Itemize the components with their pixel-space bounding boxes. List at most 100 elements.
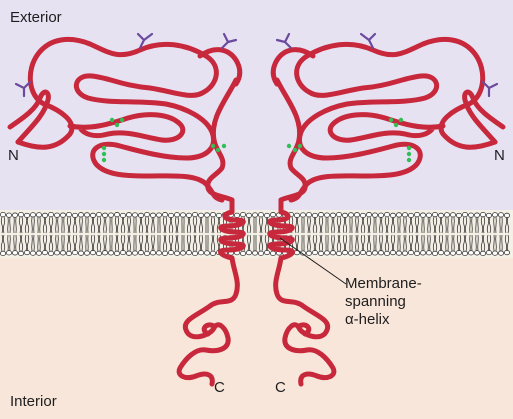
lipid-head bbox=[383, 250, 390, 257]
lipid-tail bbox=[42, 234, 48, 252]
lipid-tail bbox=[312, 216, 318, 234]
lipid-tail bbox=[181, 234, 185, 252]
lipid-tail bbox=[499, 234, 503, 252]
lipid-head bbox=[114, 250, 121, 256]
lipid-head bbox=[173, 250, 180, 256]
lipid-tail bbox=[192, 234, 198, 252]
lipid-head bbox=[395, 212, 402, 218]
glycan-4 bbox=[481, 80, 499, 98]
lipid-tail bbox=[13, 234, 17, 252]
lipid-tail bbox=[31, 234, 35, 252]
glycan-1 bbox=[14, 80, 32, 98]
lipid-tail bbox=[438, 216, 444, 234]
lipid-tail bbox=[427, 234, 431, 252]
lipid-head bbox=[239, 211, 246, 218]
c-terminus-left-label: C bbox=[214, 379, 225, 396]
lipid-tail bbox=[493, 216, 497, 234]
lipid-tail bbox=[157, 234, 161, 252]
lipid-head bbox=[497, 212, 504, 218]
lipid-tail bbox=[151, 234, 155, 252]
lipid-tail bbox=[211, 234, 215, 252]
glycan-3 bbox=[220, 32, 238, 50]
lipid-tail bbox=[325, 234, 329, 252]
lipid-tail bbox=[414, 216, 420, 234]
lipid-head bbox=[413, 250, 420, 257]
lipid-head bbox=[191, 250, 198, 257]
lipid-tail bbox=[342, 234, 348, 252]
lipid-tail bbox=[373, 216, 377, 234]
lipid-tail bbox=[127, 216, 131, 234]
lipid-tail bbox=[133, 216, 137, 234]
lipid-head bbox=[251, 250, 258, 256]
lipid-tail bbox=[480, 234, 486, 252]
lipid-head bbox=[0, 211, 6, 218]
lipid-head bbox=[0, 250, 6, 257]
lipid-tail bbox=[499, 216, 503, 234]
lipid-head bbox=[473, 250, 480, 256]
lipid-head bbox=[36, 212, 43, 218]
lipid-head bbox=[120, 212, 127, 219]
lipid-tail bbox=[390, 216, 396, 234]
lipid-tail bbox=[31, 216, 35, 234]
lipid-head bbox=[161, 250, 168, 256]
lipid-head bbox=[72, 249, 79, 256]
lipid-tail bbox=[120, 234, 126, 252]
lipid-tail bbox=[247, 216, 251, 234]
lipid-head bbox=[179, 212, 186, 218]
lipid-head bbox=[311, 212, 318, 219]
lipid-tail bbox=[192, 216, 198, 234]
lipid-head bbox=[66, 250, 73, 256]
lipid-tail bbox=[445, 234, 449, 252]
lipid-tail bbox=[181, 216, 185, 234]
glycan-2 bbox=[136, 32, 154, 50]
lipid-head bbox=[263, 212, 270, 219]
lipid-tail bbox=[90, 234, 96, 252]
lipid-head bbox=[185, 212, 192, 218]
lipid-tail bbox=[37, 234, 41, 252]
lipid-head bbox=[108, 250, 115, 256]
protein-subunit-left bbox=[7, 36, 246, 387]
lipid-tail bbox=[61, 216, 65, 234]
lipid-head bbox=[305, 212, 312, 218]
lipid-head bbox=[359, 212, 366, 219]
lipid-head bbox=[503, 249, 510, 256]
lipid-head bbox=[191, 211, 198, 218]
lipid-tail bbox=[55, 234, 59, 252]
lipid-tail bbox=[72, 216, 78, 234]
lipid-tail bbox=[259, 216, 263, 234]
lipid-head bbox=[389, 250, 396, 256]
lipid-head bbox=[485, 249, 492, 256]
lipid-tail bbox=[157, 216, 161, 234]
lipid-head bbox=[335, 211, 342, 218]
lipid-head bbox=[155, 250, 162, 256]
lipid-tail bbox=[336, 234, 342, 252]
lipid-tail bbox=[403, 216, 407, 234]
lipid-head bbox=[353, 250, 360, 256]
lipid-tail bbox=[397, 234, 401, 252]
lipid-tail bbox=[486, 216, 492, 234]
lipid-tail bbox=[55, 216, 59, 234]
glycan-5 bbox=[359, 32, 377, 50]
lipid-head bbox=[365, 250, 372, 256]
lipid-head bbox=[377, 212, 384, 218]
lipid-head bbox=[90, 250, 97, 256]
lipid-head bbox=[203, 212, 210, 218]
lipid-tail bbox=[331, 216, 335, 234]
lipid-head bbox=[143, 250, 150, 257]
lipid-head bbox=[54, 250, 61, 256]
lipid-tail bbox=[96, 216, 102, 234]
lipid-head bbox=[149, 212, 156, 218]
lipid-tail bbox=[85, 216, 89, 234]
lipid-tail bbox=[384, 234, 390, 252]
lipid-head bbox=[23, 249, 30, 256]
lipid-head bbox=[335, 250, 342, 257]
lipid-tail bbox=[120, 216, 126, 234]
lipid-head bbox=[48, 211, 55, 218]
lipid-head bbox=[17, 250, 24, 257]
lipid-tail bbox=[366, 234, 372, 252]
lipid-head bbox=[96, 211, 103, 218]
lipid-tail bbox=[48, 234, 54, 252]
lipid-tail bbox=[175, 234, 179, 252]
lipid-head bbox=[491, 250, 498, 256]
lipid-head bbox=[84, 250, 91, 256]
